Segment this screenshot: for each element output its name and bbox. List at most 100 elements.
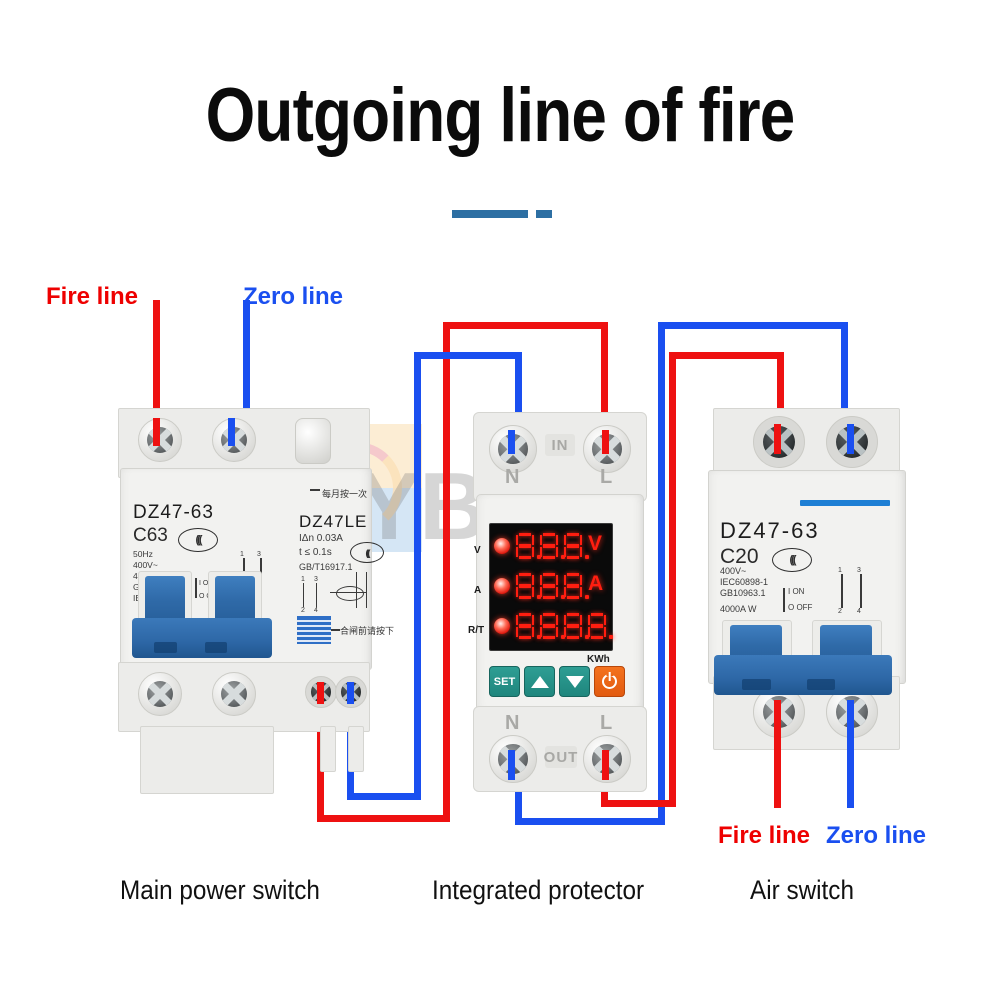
seg-d <box>566 635 580 639</box>
protector-in-l-label: L <box>600 466 613 488</box>
digit-v-1 <box>516 533 541 559</box>
seg-c <box>579 626 582 637</box>
wire-zero-seg-b <box>347 793 421 800</box>
seg-g <box>566 584 580 588</box>
main-switch-rating: C63 <box>133 525 168 546</box>
seg-c <box>555 546 558 557</box>
label-zero-line-top: Zero line <box>243 283 344 310</box>
rcd-pole-4: 4 <box>314 607 318 614</box>
seg-g <box>566 624 580 628</box>
decimal-point <box>537 635 541 639</box>
button-set[interactable]: SET <box>489 666 520 697</box>
air-switch-model: DZ47-63 <box>720 518 820 543</box>
divider-bar-short <box>536 210 552 218</box>
caption-main-power-switch: Main power switch <box>120 875 320 905</box>
seg-a <box>542 613 556 617</box>
main-switch-spec-1: 400V~ <box>133 560 158 570</box>
display-led-rt <box>494 618 510 634</box>
button-up[interactable] <box>524 666 555 697</box>
seg-f <box>540 614 543 625</box>
wire-zero-out-d <box>658 322 848 329</box>
lever-notch-2 <box>204 642 228 654</box>
button-down[interactable] <box>559 666 590 697</box>
decimal-point <box>561 635 565 639</box>
lever-notch-1 <box>154 642 177 654</box>
power-icon <box>602 674 617 689</box>
rcd-trip-time: t ≤ 0.1s <box>299 547 332 558</box>
seg-c <box>579 586 582 597</box>
digit-rt-1 <box>516 613 541 639</box>
wire-tip-fire-main-top <box>153 418 160 446</box>
wire-tip-fire-air-top <box>774 424 781 454</box>
rcd-pole-3: 3 <box>314 576 318 583</box>
main-switch-din-foot <box>140 726 274 794</box>
seg-f <box>564 574 567 585</box>
air-switch-off-label: O OFF <box>788 603 813 612</box>
seg-b <box>579 614 582 625</box>
seg-f <box>588 614 591 625</box>
seg-a <box>542 533 556 537</box>
wire-fire-out-e <box>777 352 784 450</box>
seg-d <box>542 635 556 639</box>
digit-v-2 <box>540 533 565 559</box>
seg-e <box>588 626 591 637</box>
rcd-ccc-icon: ((( <box>350 542 384 563</box>
rcd-test-note: 每月按一次 <box>322 490 368 500</box>
seg-g <box>542 544 556 548</box>
rcd-standard: GB/T16917.1 <box>299 562 353 572</box>
rcd-press-note: 合闸前请按下 <box>340 627 395 637</box>
label-zero-line-bottom: Zero line <box>826 822 927 849</box>
button-power[interactable] <box>594 666 625 697</box>
air-switch-pole-4: 4 <box>857 608 861 615</box>
seg-e <box>540 546 543 557</box>
main-switch-lever-bar[interactable] <box>132 618 272 658</box>
wire-zero-seg-e <box>515 352 522 452</box>
seg-a <box>518 573 532 577</box>
main-switch-terminal-bottom-n[interactable] <box>212 672 256 716</box>
decimal-point <box>609 635 613 639</box>
wire-zero-seg-c <box>414 352 421 800</box>
seg-e <box>540 586 543 597</box>
air-switch-spec-1: IEC60898-1 <box>720 577 769 587</box>
decimal-point <box>585 635 589 639</box>
wire-tip-zero-protector-out <box>508 750 515 780</box>
digit-a-2 <box>540 573 565 599</box>
rcd-press-pad[interactable] <box>297 616 331 644</box>
seg-d <box>566 595 580 599</box>
display-row-label-a: A <box>474 585 482 596</box>
seg-d <box>518 555 532 559</box>
air-switch-sch-line-2 <box>860 574 862 608</box>
seg-f <box>540 534 543 545</box>
digit-v-3 <box>564 533 589 559</box>
seg-b <box>579 534 582 545</box>
divider-bar-long <box>452 210 528 218</box>
air-lever-notch-1 <box>742 679 771 691</box>
seg-a <box>518 613 532 617</box>
seg-e <box>564 586 567 597</box>
display-unit-a: A <box>588 572 604 595</box>
seg-e <box>516 586 519 597</box>
seg-f <box>516 574 519 585</box>
seg-d <box>542 595 556 599</box>
wire-zero-out-b <box>515 818 665 825</box>
air-switch-pole-3: 3 <box>857 567 861 574</box>
rcd-test-button[interactable] <box>295 418 331 464</box>
main-switch-model: DZ47-63 <box>133 502 214 523</box>
seg-f <box>564 614 567 625</box>
rcd-sch-coil-icon <box>336 586 364 601</box>
wire-fire-feed-left <box>153 300 160 440</box>
rcd-arrow-icon <box>310 489 320 491</box>
main-switch-terminal-top-l[interactable] <box>138 418 182 462</box>
air-switch-pole-2: 2 <box>838 608 842 615</box>
seg-a <box>542 573 556 577</box>
wire-fire-seg-b <box>317 815 450 822</box>
main-switch-prong-right <box>348 726 364 772</box>
main-switch-terminal-bottom-l[interactable] <box>138 672 182 716</box>
wire-tip-fire-rcd-bottom <box>317 682 324 704</box>
protector-out-label: OUT <box>544 746 577 768</box>
page-title: Outgoing line of fire <box>205 73 796 158</box>
air-switch-blue-strip <box>800 500 890 506</box>
seg-a <box>566 533 580 537</box>
digit-a-1 <box>516 573 541 599</box>
air-switch-lever-bar[interactable] <box>714 655 892 695</box>
